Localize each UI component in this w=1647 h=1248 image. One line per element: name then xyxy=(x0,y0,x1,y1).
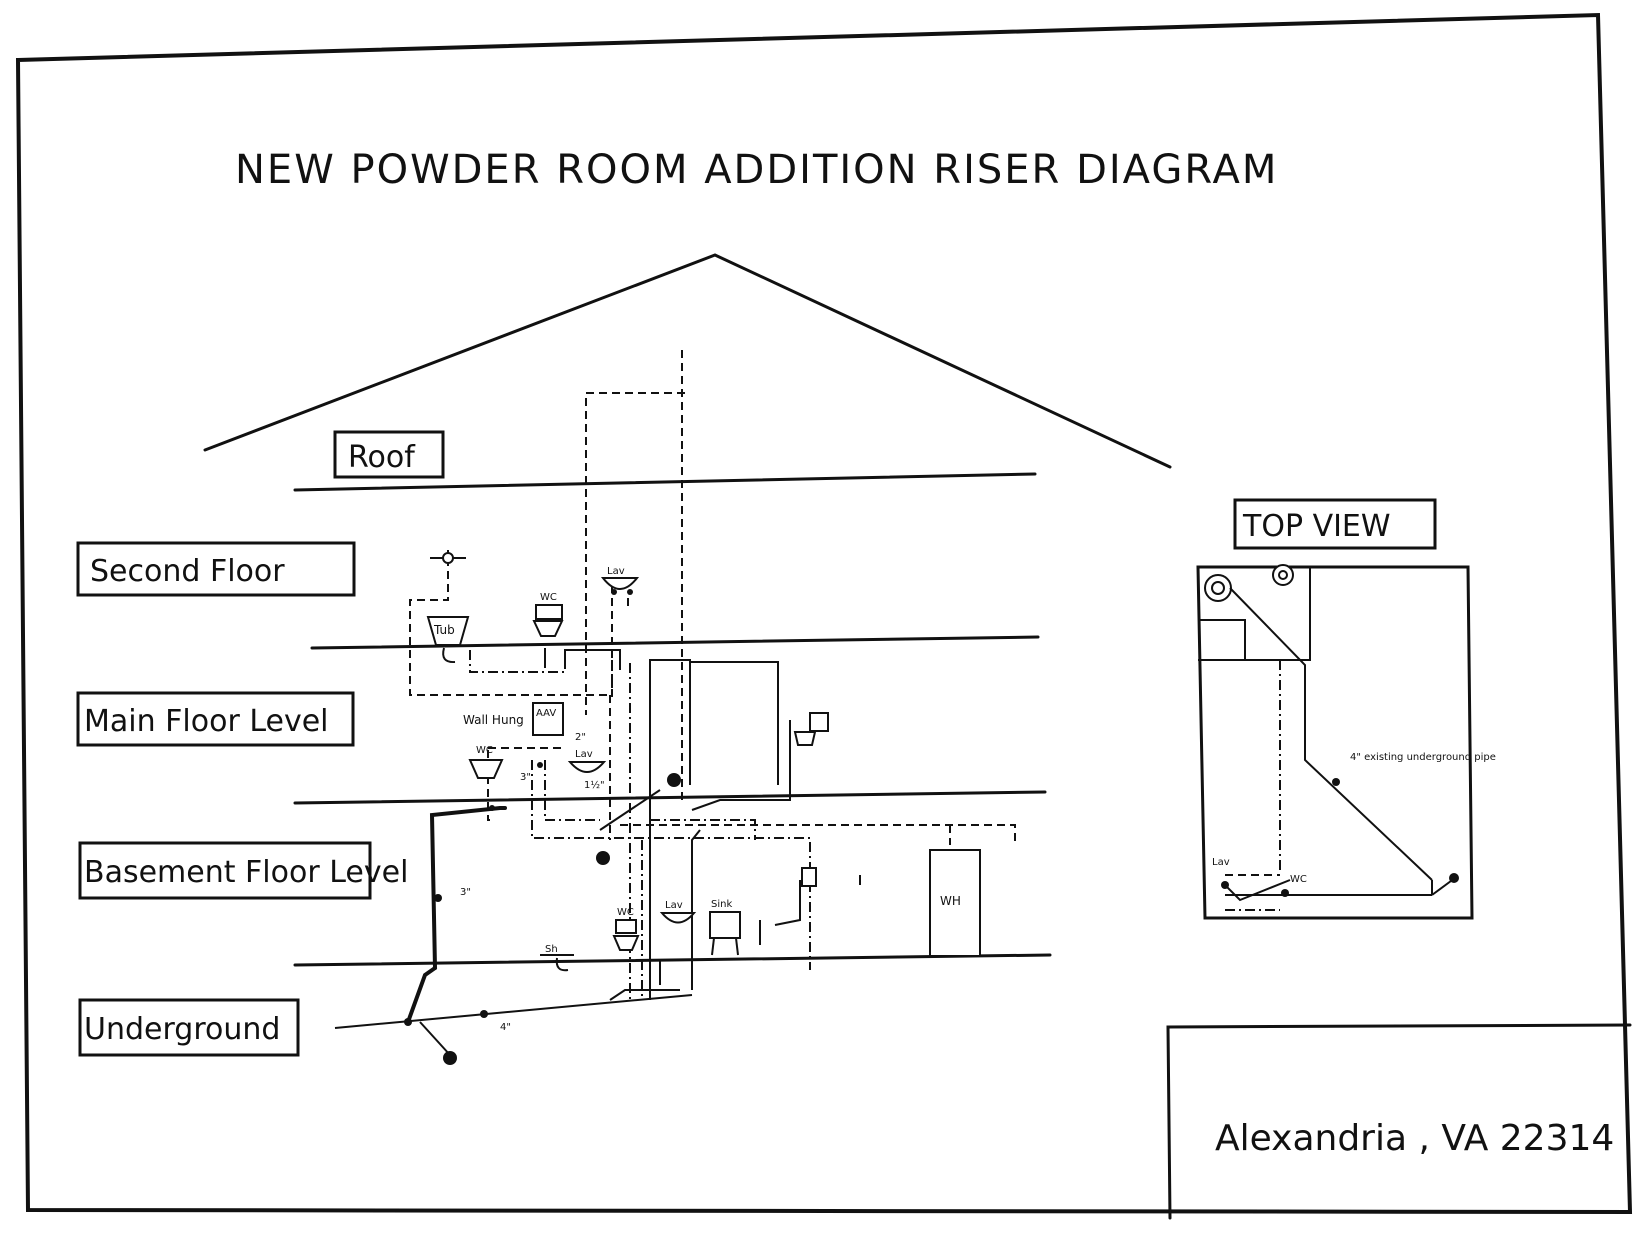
water-heater: WH xyxy=(929,849,981,957)
roof-level-line xyxy=(293,472,1037,492)
pipe-small-3: 3" xyxy=(520,772,531,783)
wh-label: WH xyxy=(940,894,961,908)
diagram-title: NEW POWDER ROOM ADDITION RISER DIAGRAM xyxy=(235,147,1278,193)
lav-main-label: Lav xyxy=(575,749,593,760)
wc-second-label: WC xyxy=(540,592,557,603)
top-view-label: TOP VIEW xyxy=(1233,498,1437,550)
fixture-tub: Tub xyxy=(426,616,470,664)
pipe-three-inch: 3" xyxy=(460,887,471,898)
sink-label: Sink xyxy=(711,899,732,910)
title-block: Alexandria , VA 22314 xyxy=(1166,1023,1632,1220)
fixture-lav-basement: Lav xyxy=(659,900,697,924)
title-block-location: Alexandria , VA 22314 xyxy=(1215,1118,1614,1159)
wc-main-label: WC xyxy=(476,745,493,756)
tub-label: Tub xyxy=(433,623,455,637)
wc-basement-label: WC xyxy=(617,907,634,918)
aav-label: AAV xyxy=(536,708,556,719)
main-floor-line xyxy=(293,790,1047,805)
top-view-wc: WC xyxy=(1290,874,1307,885)
label-second-floor: Second Floor xyxy=(76,541,356,597)
shower-label: Sh xyxy=(545,944,558,955)
pipe-one-half: 1½" xyxy=(584,779,605,791)
label-roof-text: Roof xyxy=(348,440,416,475)
top-view-note: 4" existing underground pipe xyxy=(1350,752,1496,763)
fixture-wall-unit-basement xyxy=(801,867,817,887)
pipe-four-inch: 4" xyxy=(500,1022,511,1033)
label-underground-text: Underground xyxy=(84,1012,280,1047)
lav-basement-label: Lav xyxy=(665,900,683,911)
top-view-label-text: TOP VIEW xyxy=(1242,509,1391,544)
fixture-shower: Sh xyxy=(540,944,574,972)
fixture-lav-main: Lav 2" 1½" 3" xyxy=(520,732,607,791)
label-roof: Roof xyxy=(333,430,445,479)
fixture-aav: AAV Wall Hung xyxy=(463,702,564,736)
lav-second-label: Lav xyxy=(607,566,625,577)
label-basement: Basement Floor Level xyxy=(78,841,408,900)
second-floor-line xyxy=(310,635,1040,650)
label-main-floor-text: Main Floor Level xyxy=(84,704,329,739)
junction-dots xyxy=(404,589,681,1065)
label-underground: Underground xyxy=(78,998,300,1057)
drain-piping xyxy=(334,648,861,1029)
fixture-wc-second: WC xyxy=(532,592,564,637)
fixture-wc-main: WC xyxy=(468,745,504,779)
pipe-two-inch: 2" xyxy=(575,732,586,743)
top-view-lav: Lav xyxy=(1212,857,1230,868)
heavy-stack xyxy=(406,806,507,1056)
fixture-wall-unit-main xyxy=(793,712,829,746)
basement-floor-line xyxy=(293,953,1052,967)
top-view-plan: 4" existing underground pipe Lav WC xyxy=(1196,564,1496,920)
roof-line xyxy=(203,253,1172,469)
wall-hung-label: Wall Hung xyxy=(463,713,524,727)
fixture-lav-second: Lav xyxy=(600,566,640,606)
label-second-floor-text: Second Floor xyxy=(90,554,285,589)
label-basement-text: Basement Floor Level xyxy=(84,855,408,890)
fixture-sink-basement: Sink xyxy=(709,899,741,956)
label-main-floor: Main Floor Level xyxy=(76,691,355,747)
fixture-wc-basement: WC xyxy=(612,907,640,951)
